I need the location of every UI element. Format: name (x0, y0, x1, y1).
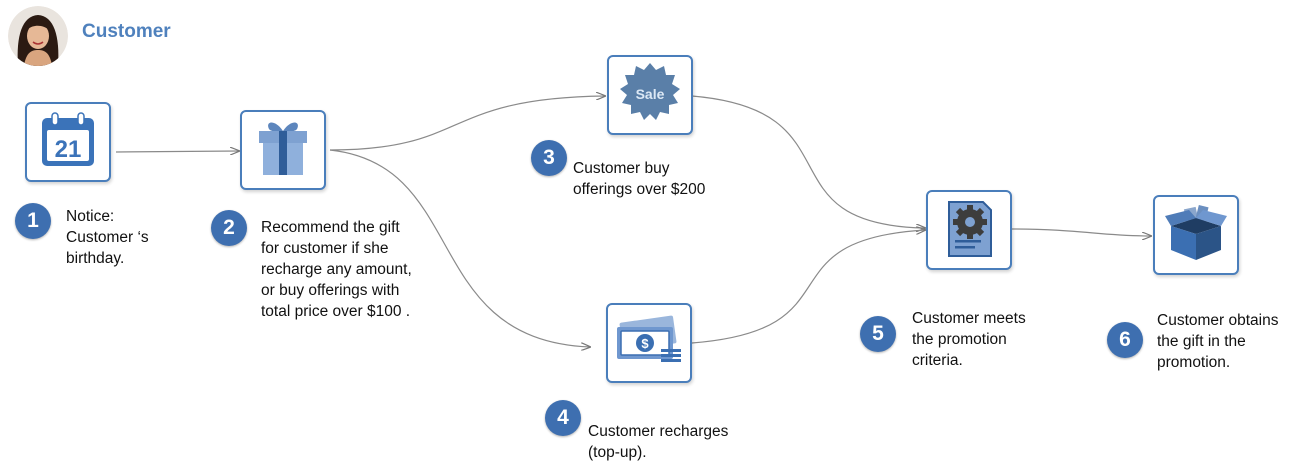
connector-2-4 (329, 149, 590, 347)
open-box-icon (1163, 204, 1229, 267)
step-5-badge: 5 (860, 316, 896, 352)
actor-name: Customer (82, 21, 171, 42)
step-4-node[interactable]: $ (606, 303, 692, 383)
step-6-badge: 6 (1107, 322, 1143, 358)
step-6-node[interactable] (1153, 195, 1239, 275)
step-5-node[interactable] (926, 190, 1012, 270)
connector-2-3 (329, 96, 605, 151)
calendar-day: 21 (55, 136, 82, 163)
connector-1-2 (115, 151, 239, 152)
sale-tag-text: Sale (636, 86, 665, 102)
gift-icon (253, 117, 313, 184)
gear-document-icon (939, 196, 999, 265)
connector-3-5 (691, 95, 925, 228)
money-icon: $ (613, 313, 685, 374)
connector-4-5 (691, 230, 925, 344)
step-1-node[interactable]: 21 (25, 102, 111, 182)
step-2-node[interactable] (240, 110, 326, 190)
connector-5-6 (1011, 228, 1151, 236)
step-1-badge: 1 (15, 203, 51, 239)
step-4-badge: 4 (545, 400, 581, 436)
step-2-badge: 2 (211, 210, 247, 246)
customer-avatar (8, 6, 68, 66)
calendar-icon: 21 (38, 110, 98, 175)
sale-badge-icon: Sale (618, 61, 682, 130)
svg-text:$: $ (641, 336, 649, 351)
step-3-badge: 3 (531, 140, 567, 176)
step-3-node[interactable]: Sale (607, 55, 693, 135)
step-4-label: Customer recharges(top-up). (588, 423, 729, 461)
